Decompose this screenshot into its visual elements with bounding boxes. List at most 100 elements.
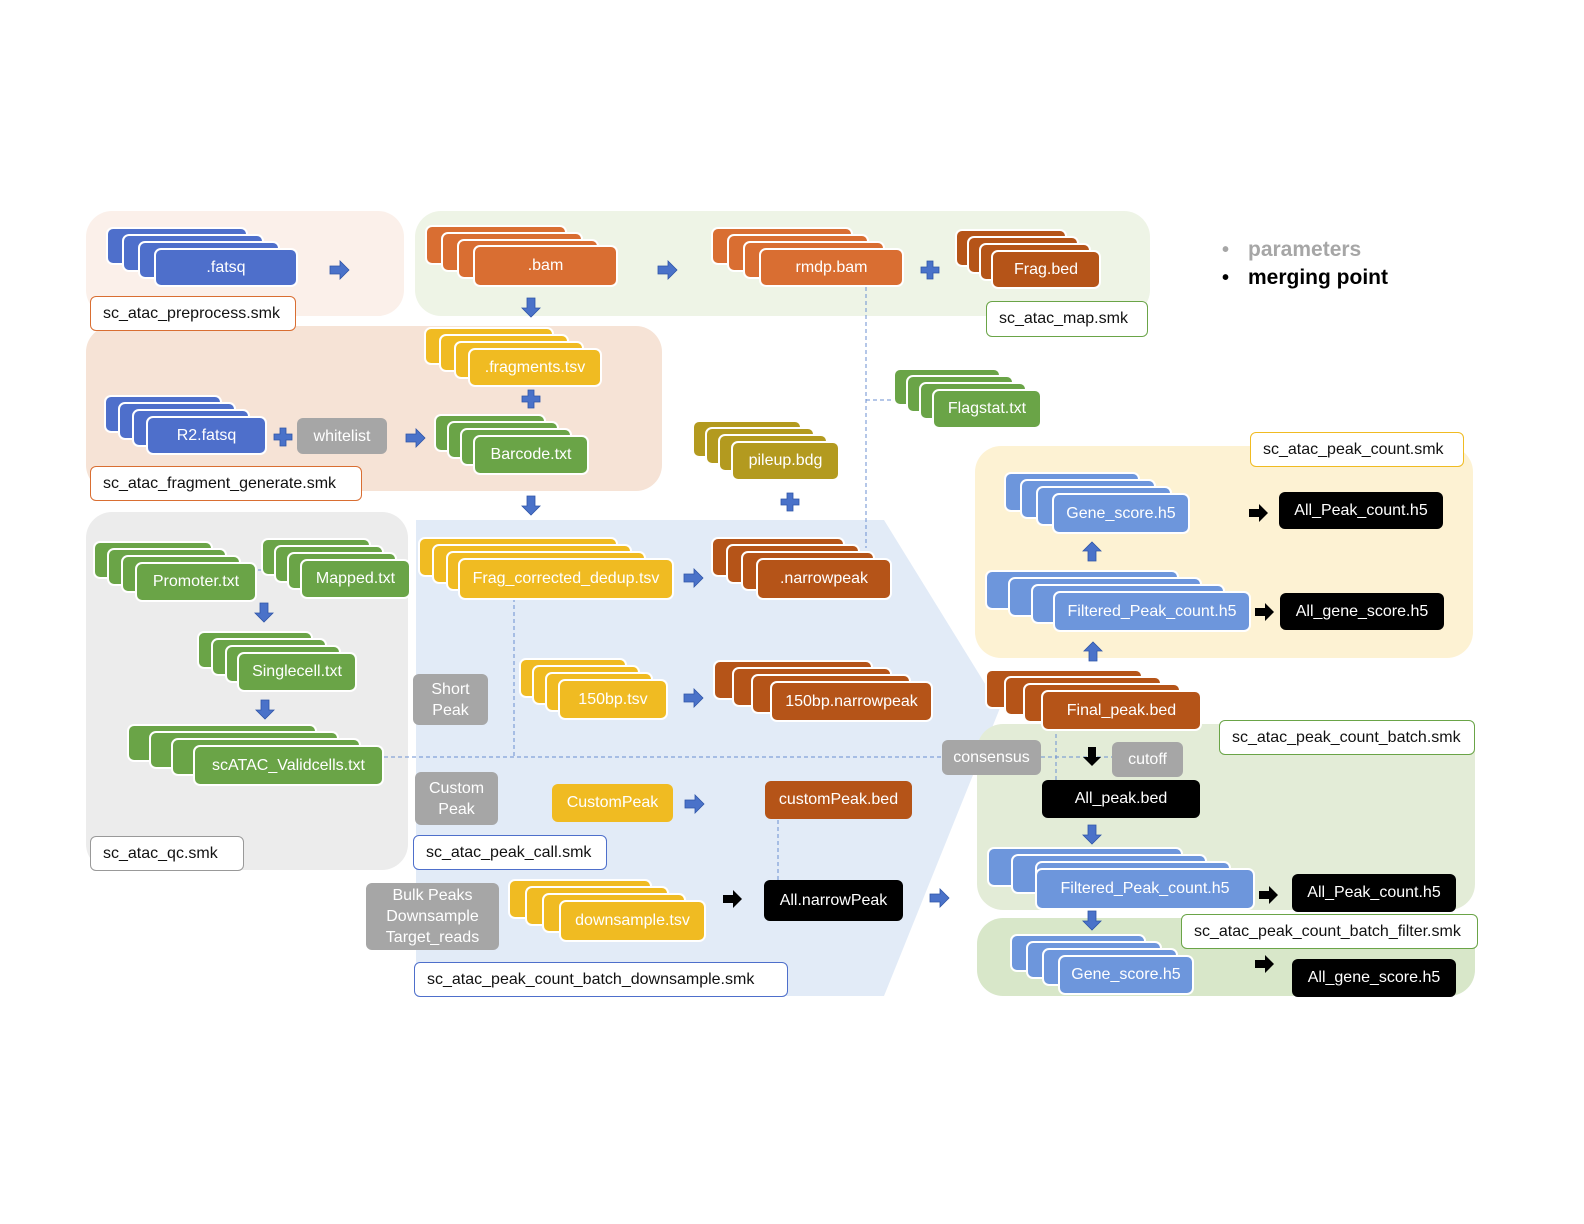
flagstat-txt-file: Flagstat.txt [932,389,1042,429]
gene-score-top-file: Gene_score.h5 [1052,493,1190,534]
bp150-tsv-file: 150bp.tsv [558,679,668,720]
consensus-param: consensus [942,740,1041,775]
legend-merging-point: • merging point [1222,266,1388,290]
plus-icon [273,427,293,447]
legend-merging-point-label: merging point [1248,266,1388,289]
down-arrow-icon [521,297,541,318]
right-arrow-icon [405,428,426,448]
right-arrow-icon [657,260,678,280]
module-label-peak-count-batch-downsample: sc_atac_peak_count_batch_downsample.smk [414,962,788,997]
mapped-txt-stack: Mapped.txt [261,538,411,599]
all-peak-count-top-box: All_Peak_count.h5 [1279,492,1443,529]
all-gene-score-bottom-box: All_gene_score.h5 [1292,959,1456,997]
plus-icon [780,492,800,512]
barcode-txt-file: Barcode.txt [473,435,589,475]
right-arrow-icon [684,794,705,814]
down-arrow-icon [1082,824,1102,845]
module-label-preprocess: sc_atac_preprocess.smk [90,296,296,331]
rmdp-bam-file: rmdp.bam [759,248,904,287]
frag-corrected-stack: Frag_corrected_dedup.tsv [418,537,674,600]
right-arrow-icon [929,888,950,908]
custompeak-bed-box: customPeak.bed [765,781,912,819]
right-arrow-icon [683,568,704,588]
region-peak-call [416,520,1000,996]
bam-stack: .bam [425,225,618,287]
all-gene-score-top-box: All_gene_score.h5 [1280,593,1444,630]
downsample-tsv-stack: downsample.tsv [508,879,706,942]
singlecell-txt-stack: Singlecell.txt [197,631,357,692]
flagstat-txt-stack: Flagstat.txt [893,368,1042,429]
right-arrow-icon [329,260,350,280]
module-label-peak-count-batch: sc_atac_peak_count_batch.smk [1219,720,1475,755]
filtered-peak-count-top-stack: Filtered_Peak_count.h5 [985,570,1251,632]
filtered-peak-count-mid-stack: Filtered_Peak_count.h5 [987,847,1255,910]
plus-icon [920,260,940,280]
promoter-txt-stack: Promoter.txt [93,541,257,602]
gene-score-bottom-stack: Gene_score.h5 [1010,934,1194,995]
short-peak-param: Short Peak [413,674,488,725]
rmdp-bam-stack: rmdp.bam [711,227,904,287]
right-arrow-icon [1249,504,1268,522]
down-arrow-icon [1083,747,1101,766]
promoter-txt-file: Promoter.txt [135,562,257,602]
module-label-peak-count: sc_atac_peak_count.smk [1250,432,1464,467]
frag-corrected-file: Frag_corrected_dedup.tsv [458,558,674,600]
pileup-bdg-file: pileup.bdg [731,441,840,481]
plus-icon [521,389,541,409]
singlecell-txt-file: Singlecell.txt [237,652,357,692]
filtered-peak-count-top-file: Filtered_Peak_count.h5 [1053,591,1251,632]
bullet-icon: • [1222,238,1230,261]
right-arrow-icon [1255,955,1274,973]
legend-parameters-label: parameters [1248,238,1362,261]
module-label-qc: sc_atac_qc.smk [90,836,244,871]
right-arrow-icon [683,688,704,708]
validcells-txt-file: scATAC_Validcells.txt [193,745,384,786]
all-peak-count-mid-box: All_Peak_count.h5 [1292,874,1456,912]
filtered-peak-count-mid-file: Filtered_Peak_count.h5 [1035,868,1255,910]
gene-score-bottom-file: Gene_score.h5 [1058,955,1194,995]
down-arrow-icon [1082,910,1102,931]
r2-fatsq-file: R2.fatsq [146,416,267,455]
right-arrow-icon [1259,886,1278,904]
bp150-tsv-stack: 150bp.tsv [519,658,668,720]
final-peak-bed-stack: Final_peak.bed [985,669,1202,731]
gene-score-top-stack: Gene_score.h5 [1004,472,1190,534]
barcode-txt-stack: Barcode.txt [434,414,589,475]
r2-fatsq-stack: R2.fatsq [104,395,267,455]
bullet-icon: • [1222,266,1230,289]
down-arrow-icon [254,602,274,623]
narrowpeak-stack: .narrowpeak [711,537,892,600]
module-label-peak-call: sc_atac_peak_call.smk [413,835,607,870]
cutoff-param: cutoff [1112,742,1183,777]
module-label-peak-count-batch-filter: sc_atac_peak_count_batch_filter.smk [1181,914,1478,949]
all-peak-bed-box: All_peak.bed [1042,780,1200,818]
up-arrow-icon [1082,541,1102,562]
custom-peak-param: Custom Peak [415,772,498,825]
all-narrowpeak-box: All.narrowPeak [764,880,903,921]
fatsq-file: .fatsq [154,248,298,287]
custompeak-box: CustomPeak [552,784,673,822]
bp150-narrowpeak-stack: 150bp.narrowpeak [713,660,933,722]
frag-bed-stack: Frag.bed [955,229,1101,289]
fragments-tsv-file: .fragments.tsv [468,348,602,387]
right-arrow-icon [1255,603,1274,621]
down-arrow-icon [255,699,275,720]
right-arrow-icon [723,890,742,908]
down-arrow-icon [521,495,541,516]
final-peak-bed-file: Final_peak.bed [1041,690,1202,731]
bp150-narrowpeak-file: 150bp.narrowpeak [770,681,933,722]
module-label-fragment-generate: sc_atac_fragment_generate.smk [90,466,362,501]
legend-parameters: • parameters [1222,238,1361,262]
validcells-txt-stack: scATAC_Validcells.txt [127,724,384,786]
bam-file: .bam [473,245,618,287]
module-label-map: sc_atac_map.smk [986,301,1148,337]
up-arrow-icon [1083,641,1103,662]
narrowpeak-file: .narrowpeak [756,558,892,600]
fragments-tsv-stack: .fragments.tsv [424,327,602,387]
pileup-bdg-stack: pileup.bdg [692,420,840,481]
mapped-txt-file: Mapped.txt [300,559,411,599]
bulk-peaks-param: Bulk Peaks Downsample Target_reads [366,883,499,950]
